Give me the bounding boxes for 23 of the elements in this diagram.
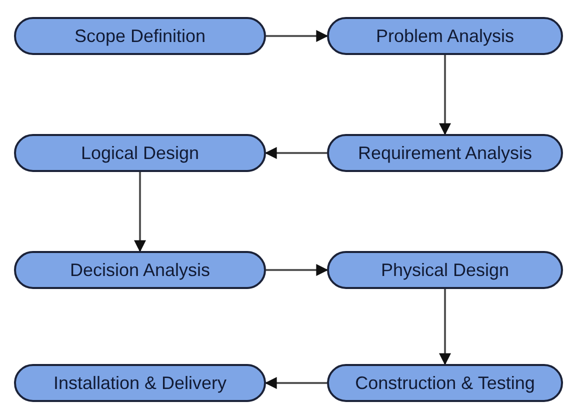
- process-label: Requirement Analysis: [358, 142, 532, 164]
- process-box: [14, 134, 266, 172]
- process-box: [327, 134, 563, 172]
- process-label: Physical Design: [380, 260, 510, 280]
- process-label: Problem Analysis: [376, 26, 514, 46]
- process-box: [327, 364, 563, 402]
- process-box: [327, 251, 563, 289]
- arrow: [134, 172, 146, 252]
- process-label: Logical Design: [80, 142, 200, 164]
- arrow: [266, 30, 328, 42]
- arrow: [439, 55, 451, 136]
- process-box: [327, 17, 563, 55]
- process-label: Installation & Delivery: [53, 372, 227, 394]
- process-label: Decision Analysis: [70, 260, 210, 280]
- arrow: [266, 264, 328, 276]
- process-box: [14, 251, 266, 289]
- arrow: [264, 147, 327, 159]
- process-box: [14, 17, 266, 55]
- arrow: [439, 289, 451, 366]
- process-box: [14, 364, 266, 402]
- process-label: Scope Definition: [74, 26, 206, 46]
- process-label: Construction & Testing: [355, 372, 535, 394]
- arrow: [264, 377, 327, 389]
